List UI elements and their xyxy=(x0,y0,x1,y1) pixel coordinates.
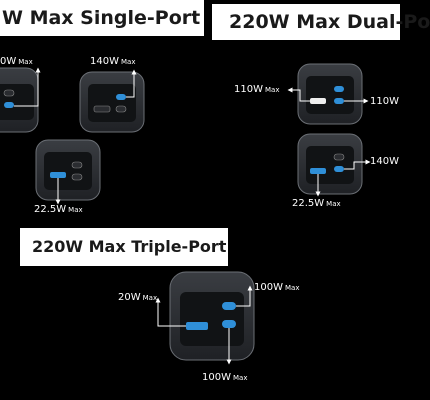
banner-single-port-text: W Max Single-Port xyxy=(2,7,201,29)
charger-single-port-b xyxy=(79,71,145,133)
label-watts: 100W xyxy=(202,372,231,383)
label-watts: 22.5W xyxy=(292,198,325,209)
label-max: Max xyxy=(142,294,158,302)
label-watts: 22.5W xyxy=(34,204,67,215)
banner-single-port: W Max Single-Port xyxy=(0,0,204,36)
active-port-icon xyxy=(334,166,344,172)
label-watts: 100W xyxy=(254,282,283,293)
charger-single-port-c xyxy=(35,139,101,201)
label-watts: 110W xyxy=(370,96,399,107)
label-max: Max xyxy=(68,206,83,214)
charger-triple-port xyxy=(169,271,255,361)
banner-dual-port: 220W Max Dual-Po xyxy=(212,4,430,40)
label-watts: 110W xyxy=(234,84,263,95)
active-port-icon xyxy=(4,102,14,108)
banner-dual-port-text: 220W Max Dual-Po xyxy=(229,11,430,33)
label-max: Max xyxy=(284,284,300,292)
active-port-icon xyxy=(222,302,236,310)
banner-triple-port-text: 220W Max Triple-Port xyxy=(32,237,227,256)
active-port-icon xyxy=(222,320,236,328)
label-max: Max xyxy=(326,200,341,208)
label-watts: 20W xyxy=(118,292,141,303)
label-watts: 140W xyxy=(90,56,119,67)
active-port-icon xyxy=(310,168,326,174)
chargers-illustration xyxy=(0,63,371,365)
charger-dual-port-a xyxy=(297,63,363,125)
label-dual-110-right: 110W xyxy=(370,96,399,108)
label-watts: 140W xyxy=(370,156,399,167)
active-port-icon xyxy=(50,172,66,178)
active-port-icon xyxy=(310,98,326,104)
charger-single-port-a xyxy=(0,67,39,133)
label-max: Max xyxy=(120,58,136,66)
label-dual-140: 140W xyxy=(370,156,399,168)
active-port-icon xyxy=(186,322,208,330)
active-port-icon xyxy=(116,94,126,100)
charger-dual-port-b xyxy=(297,133,363,195)
banner-triple-port: 220W Max Triple-Port xyxy=(20,228,228,266)
active-port-icon xyxy=(334,86,344,92)
label-max: Max xyxy=(264,86,280,94)
active-port-icon xyxy=(334,98,344,104)
label-max: Max xyxy=(18,58,33,66)
label-max: Max xyxy=(232,374,248,382)
label-watts: 0W xyxy=(0,56,17,67)
